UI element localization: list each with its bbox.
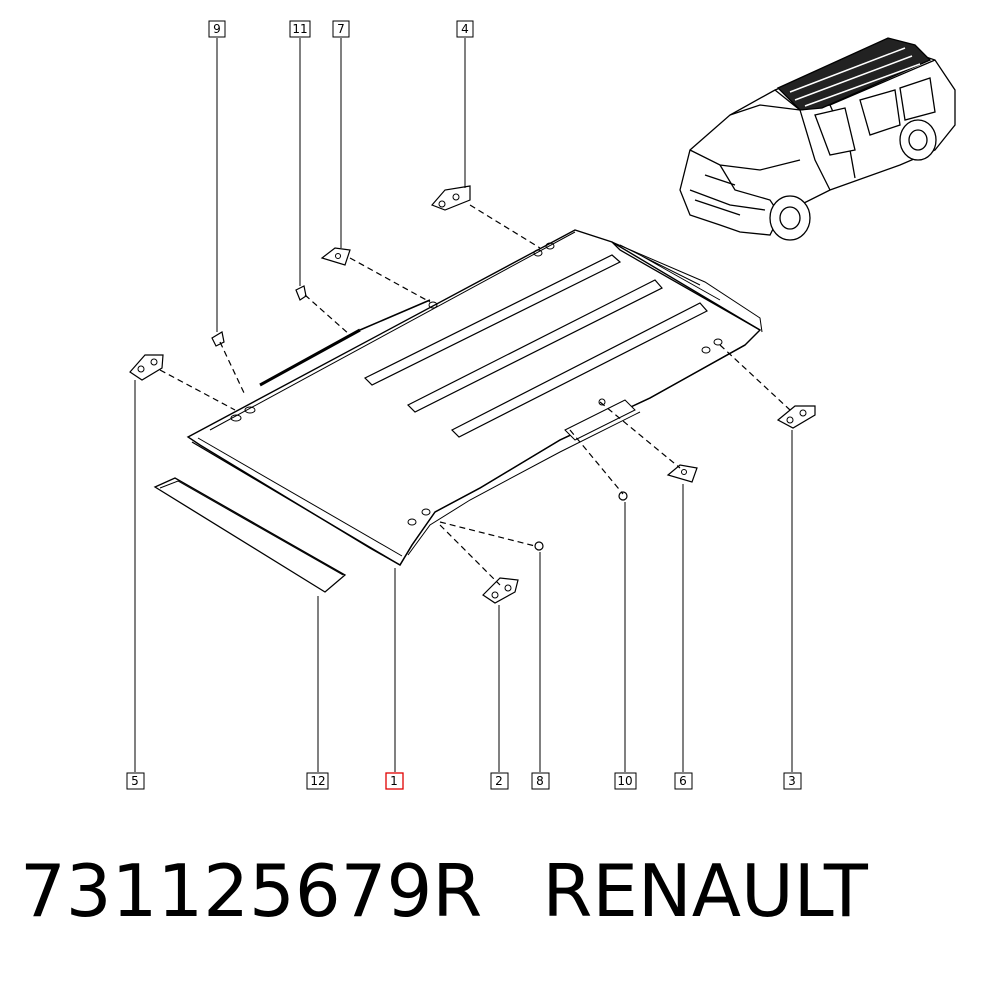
- car-thumbnail: [679, 37, 956, 241]
- svg-text:8: 8: [536, 774, 544, 788]
- svg-text:1: 1: [390, 774, 398, 788]
- svg-text:9: 9: [213, 22, 221, 36]
- part-number: 731125679R: [20, 849, 483, 933]
- callout-7: 7: [332, 20, 350, 38]
- bracket-2: [482, 577, 519, 604]
- brand-name: RENAULT: [542, 849, 868, 933]
- assembly-lines: [159, 204, 791, 586]
- svg-text:2: 2: [495, 774, 503, 788]
- callout-9: 9: [208, 20, 226, 38]
- svg-text:5: 5: [131, 774, 139, 788]
- callout-8: 8: [531, 772, 550, 790]
- svg-text:12: 12: [310, 774, 325, 788]
- bracket-3: [776, 405, 816, 429]
- clip-6: [666, 464, 698, 483]
- screw-9: [211, 331, 225, 347]
- svg-text:4: 4: [461, 22, 469, 36]
- svg-text:11: 11: [292, 22, 307, 36]
- callout-4: 4: [456, 20, 474, 38]
- bracket-4: [430, 185, 471, 211]
- svg-text:3: 3: [788, 774, 796, 788]
- screw-11: [295, 285, 307, 301]
- callout-3: 3: [783, 772, 802, 790]
- svg-text:10: 10: [617, 774, 632, 788]
- callout-5: 5: [126, 772, 145, 790]
- callout-12: 12: [306, 772, 329, 790]
- leader-lines: [134, 38, 793, 772]
- nut-8: [534, 541, 544, 551]
- callout-1: 1: [385, 772, 404, 790]
- roof-panel: [186, 229, 763, 566]
- nut-10: [618, 491, 628, 501]
- callout-11: 11: [289, 20, 311, 38]
- callout-2: 2: [490, 772, 509, 790]
- bracket-5: [129, 354, 164, 381]
- svg-text:7: 7: [337, 22, 345, 36]
- clip-7: [320, 247, 351, 266]
- callout-6: 6: [674, 772, 693, 790]
- callout-10: 10: [614, 772, 637, 790]
- svg-text:6: 6: [679, 774, 687, 788]
- roof-pad: [153, 477, 347, 593]
